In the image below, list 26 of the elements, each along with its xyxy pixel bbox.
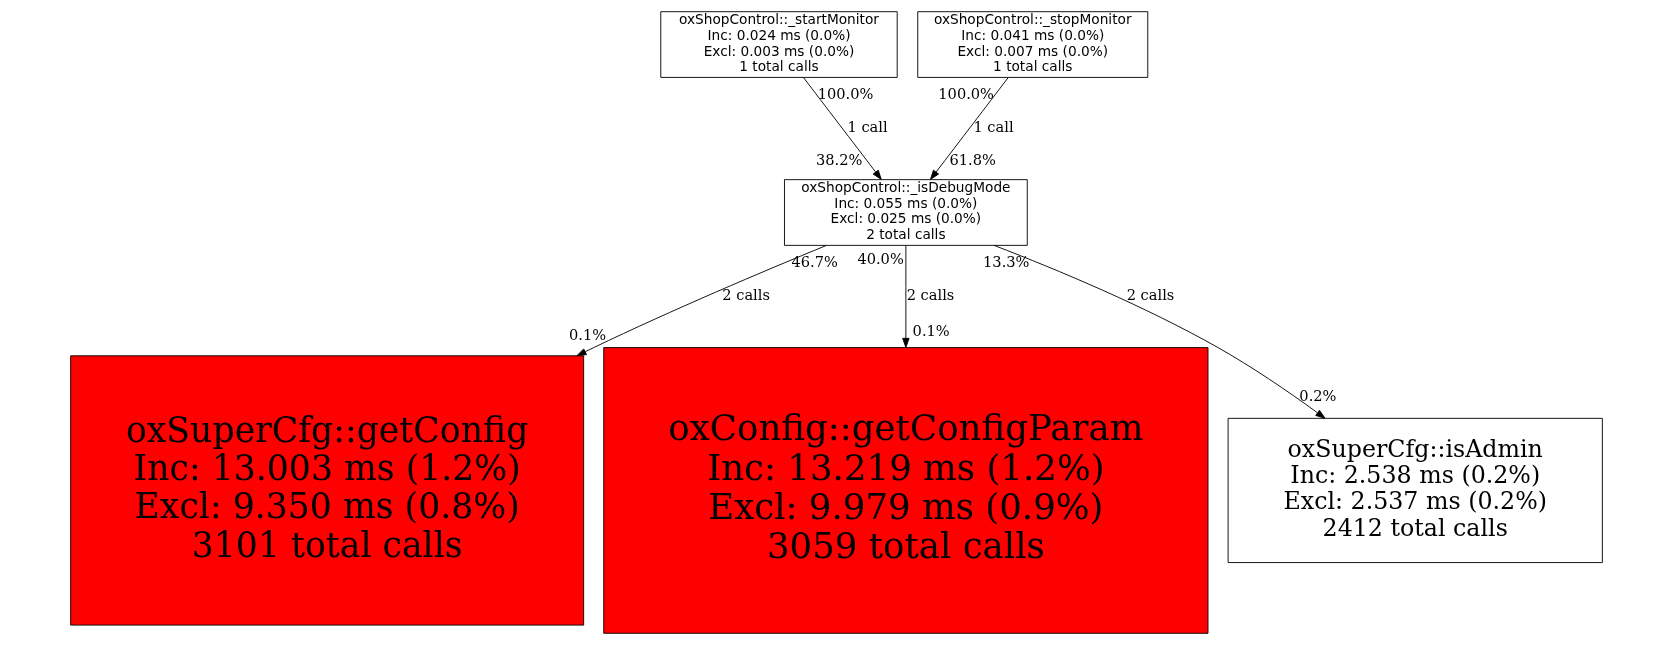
node-label: 13.3% [982,253,1029,271]
node-label: 100.0% [817,84,873,102]
node-box: oxSuperCfg::isAdmin Inc: 2.538 ms (0.2%) Excl: 2.537 ms (0.2%) 2412 total calls [1227,417,1603,564]
node-label: 61.8% [948,151,996,169]
node-label: 0.1% [912,322,950,340]
arrow [993,244,1325,419]
node-label: 0.1% [568,326,606,344]
edge-label: 2 calls [906,285,954,303]
edge-label: 2 calls [1126,285,1174,303]
edge-label: 1 call [972,118,1014,135]
arrow [901,245,910,348]
edge-label: 1 call [846,118,888,135]
node-box: oxShopControl::_isDebugMode Inc: 0.055 ms (0.0%) Excl: 0.025 ms (0.0%) 2 total calls [783,179,1028,246]
arrow [575,244,827,357]
node-box: oxShopControl::_stopMonitor Inc: 0.041 ms (0.0%) Excl: 0.007 ms (0.0%) 1 total calls [916,11,1148,78]
node-label: 40.0% [856,249,904,267]
arrow [802,77,882,180]
node-label: 0.2% [1298,386,1336,404]
node-box: oxSuperCfg::getConfig Inc: 13.003 ms (1.2%) Excl: 9.350 ms (0.8%) 3101 total calls [69,355,584,626]
node-box: oxConfig::getConfigParam Inc: 13.219 ms (1.2%) Excl: 9.979 ms (0.9%) 3059 total calls [602,347,1208,634]
edge-label: 2 calls [721,285,770,303]
arrow [929,77,1009,180]
node-box: oxShopControl::_startMonitor Inc: 0.024 ms (0.0%) Excl: 0.003 ms (0.0%) 1 total calls [659,11,898,78]
node-label: 100.0% [937,84,994,102]
node-label: 38.2% [815,151,862,169]
node-label: 46.7% [791,253,838,271]
